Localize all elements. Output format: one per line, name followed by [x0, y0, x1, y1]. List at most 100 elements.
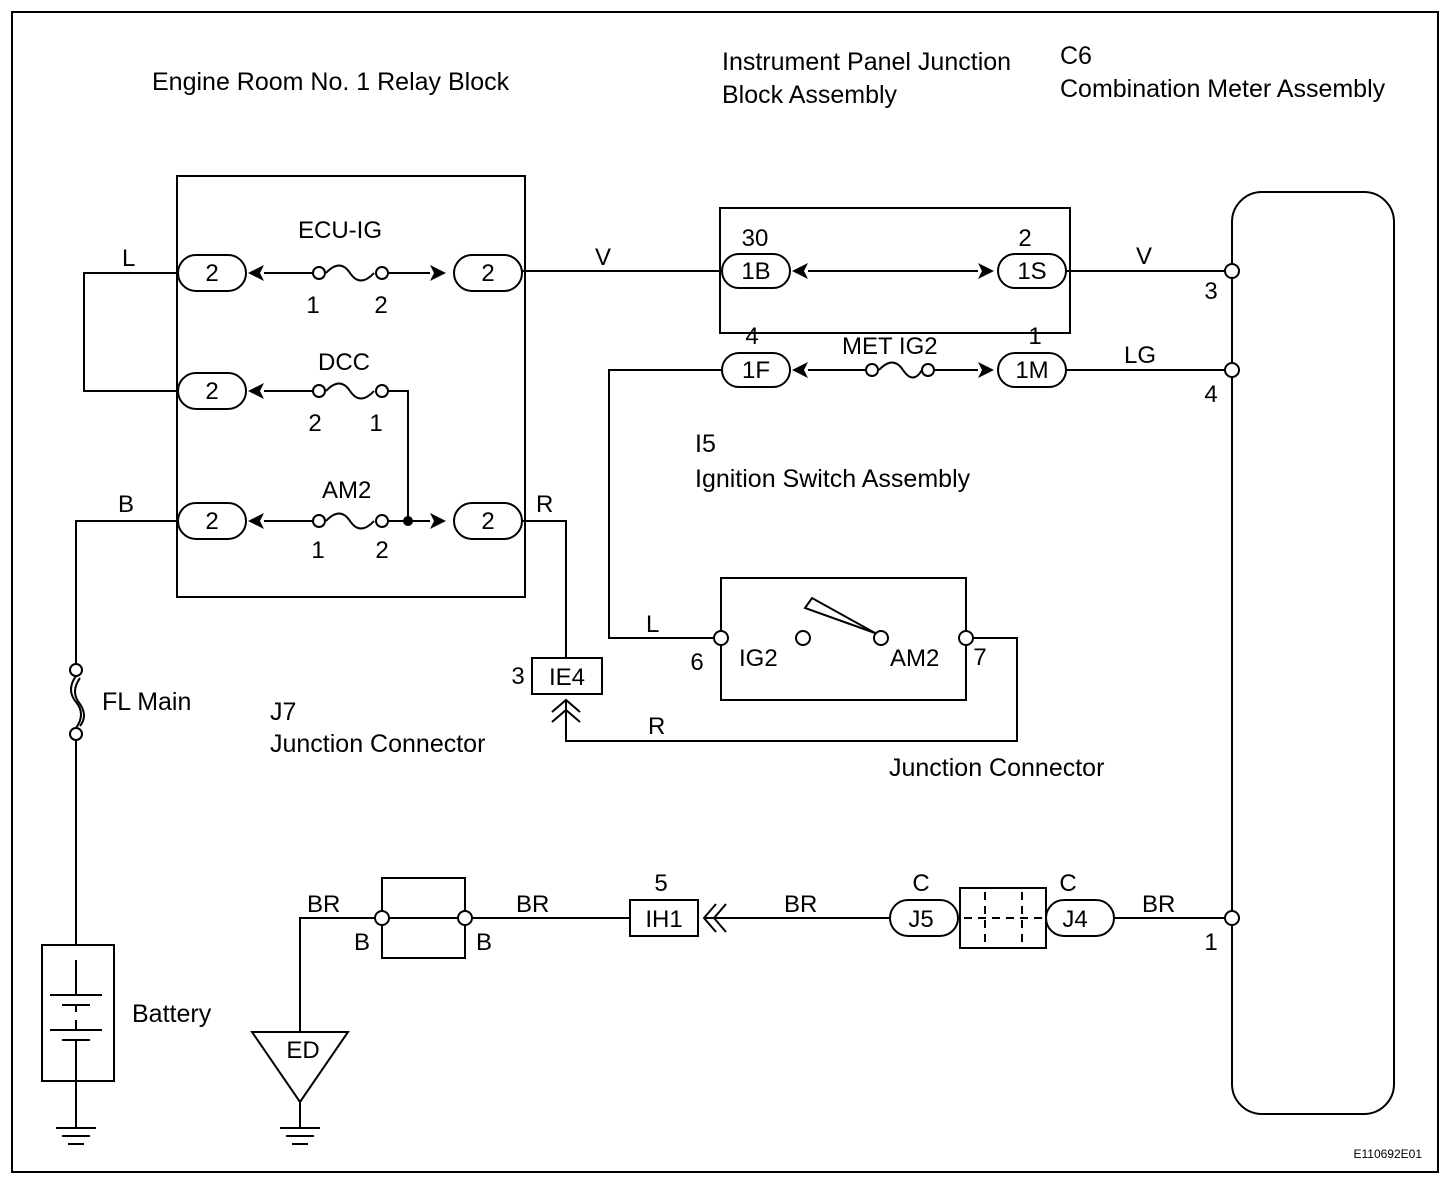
- ecu-fuse-pin-b: 2: [374, 292, 387, 319]
- wire-label-r-am2: R: [536, 491, 553, 518]
- ign-pin-6: 6: [690, 649, 703, 676]
- ip-pin-1f-num: 4: [745, 323, 758, 350]
- ignition-title: Ignition Switch Assembly: [695, 465, 971, 493]
- connector-ie4: [531, 657, 603, 695]
- ign-switch-blade: [803, 596, 876, 634]
- battery-label: Battery: [132, 1000, 212, 1028]
- relay-pin-dcc-left-label: 2: [205, 378, 218, 405]
- combination-meter-box: [1231, 191, 1395, 1115]
- ign-ig2-contact: [795, 630, 811, 646]
- wire-r-bottom: [565, 637, 1018, 742]
- am2-fuse-pin-b: 2: [375, 537, 388, 564]
- fl-main-symbol-double: [74, 677, 85, 727]
- fuse-met-ig2-symbol: [878, 361, 923, 379]
- j7-title: Junction Connector: [270, 730, 485, 758]
- junction-connector-title: Junction Connector: [889, 754, 1104, 782]
- connector-ih1: [629, 899, 699, 937]
- wire-label-v-meter: V: [1136, 243, 1152, 270]
- fuse-dcc-symbol: [325, 382, 375, 400]
- meter-code: C6: [1060, 42, 1092, 70]
- relay-pin-ecu-right-label: 2: [481, 260, 494, 287]
- figure-id: E110692E01: [1353, 1147, 1422, 1161]
- meter-pin-1-node: [1224, 910, 1240, 926]
- wire-label-l-ign: L: [646, 611, 659, 638]
- ip-pin-1f-label: 1F: [742, 357, 770, 384]
- fuse-label-dcc: DCC: [318, 349, 370, 376]
- dcc-fuse-pin-b: 1: [369, 410, 382, 437]
- wire-l-left-loop: [83, 272, 178, 392]
- fuse-dcc-node-a: [312, 384, 326, 398]
- arrow-ecu-left: [248, 265, 264, 281]
- ign-pin-7-node: [958, 630, 974, 646]
- arrow-dcc-left: [248, 383, 264, 399]
- am2-fuse-pin-a: 1: [311, 537, 324, 564]
- fuse-am2-symbol: [325, 512, 375, 530]
- fl-main-node-top: [69, 663, 83, 677]
- fuse-met-ig2-node-a: [865, 363, 879, 377]
- ignition-code: I5: [695, 430, 716, 458]
- fuse-am2-node-b: [375, 514, 389, 528]
- fuse-label-ecu-ig: ECU-IG: [298, 217, 382, 244]
- arrow-ip-1f: [792, 362, 808, 378]
- ground-ed-label: ED: [286, 1037, 319, 1064]
- ign-ig2-label: IG2: [739, 645, 778, 672]
- ground-ed-triangle: [250, 1031, 350, 1104]
- ignition-switch-box: [720, 577, 967, 701]
- connector-j5: [889, 899, 959, 937]
- ip-pin-1s-label: 1S: [1017, 258, 1046, 285]
- wire-label-br-ground: BR: [307, 891, 340, 918]
- fuse-ecu-ig-symbol: [325, 264, 375, 282]
- ip-pin-1s-num: 2: [1018, 225, 1031, 252]
- ground-junction-b-right: B: [476, 929, 492, 956]
- ground-junction-right-node: [457, 910, 473, 926]
- fl-main-label: FL Main: [102, 688, 191, 716]
- ign-am2-contact: [873, 630, 889, 646]
- ip-junction-title-line1: Instrument Panel Junction: [722, 48, 1011, 76]
- wire-label-br-ih1: BR: [784, 891, 817, 918]
- ecu-fuse-pin-a: 1: [306, 292, 319, 319]
- relay-block-title: Engine Room No. 1 Relay Block: [152, 68, 510, 96]
- j7-code: J7: [270, 698, 296, 726]
- relay-pin-am2-left-label: 2: [205, 508, 218, 535]
- connector-ih1-num: 5: [654, 870, 667, 897]
- relay-pin-am2-right-label: 2: [481, 508, 494, 535]
- fuse-am2-node-a: [312, 514, 326, 528]
- ip-junction-title-line2: Block Assembly: [722, 81, 898, 109]
- ip-pin-1m-num: 1: [1028, 323, 1041, 350]
- splice-dot-am2: [403, 516, 413, 526]
- fuse-ecu-ig-node-a: [312, 266, 326, 280]
- dcc-fuse-pin-a: 2: [308, 410, 321, 437]
- arrow-ecu-right: [430, 265, 446, 281]
- ign-am2-label: AM2: [890, 645, 939, 672]
- connector-ih1-label: IH1: [645, 906, 682, 933]
- fuse-label-met-ig2: MET IG2: [842, 333, 938, 360]
- relay-block-box: [176, 175, 526, 598]
- connector-j5-c: C: [912, 870, 929, 897]
- wire-label-b-left: B: [118, 491, 134, 518]
- wire-l-ign: [608, 369, 722, 639]
- connector-j5-label: J5: [908, 906, 933, 933]
- battery-box: [41, 944, 115, 1082]
- ground-junction-b-left: B: [354, 929, 370, 956]
- arrow-am2-right: [430, 513, 446, 529]
- ground-junction-left-node: [374, 910, 390, 926]
- fuse-label-am2: AM2: [322, 477, 371, 504]
- relay-pin-ecu-right: [453, 254, 523, 292]
- connector-j4-label: J4: [1062, 906, 1087, 933]
- meter-pin-4: 4: [1204, 381, 1217, 408]
- fl-main-symbol: [70, 675, 82, 729]
- meter-pin-3-node: [1224, 263, 1240, 279]
- arrow-ip-1m: [978, 362, 994, 378]
- wire-label-v-top: V: [595, 244, 611, 271]
- fuse-met-ig2-node-b: [921, 363, 935, 377]
- ign-pin-7: 7: [973, 644, 986, 671]
- ip-pin-1m-label: 1M: [1015, 357, 1048, 384]
- wire-br-ground: [299, 917, 382, 1032]
- meter-pin-4-node: [1224, 362, 1240, 378]
- arrow-am2-left: [248, 513, 264, 529]
- wire-label-br-meter: BR: [1142, 891, 1175, 918]
- meter-pin-3: 3: [1204, 278, 1217, 305]
- arrow-ip-1s: [978, 263, 994, 279]
- connector-j4-c: C: [1059, 870, 1076, 897]
